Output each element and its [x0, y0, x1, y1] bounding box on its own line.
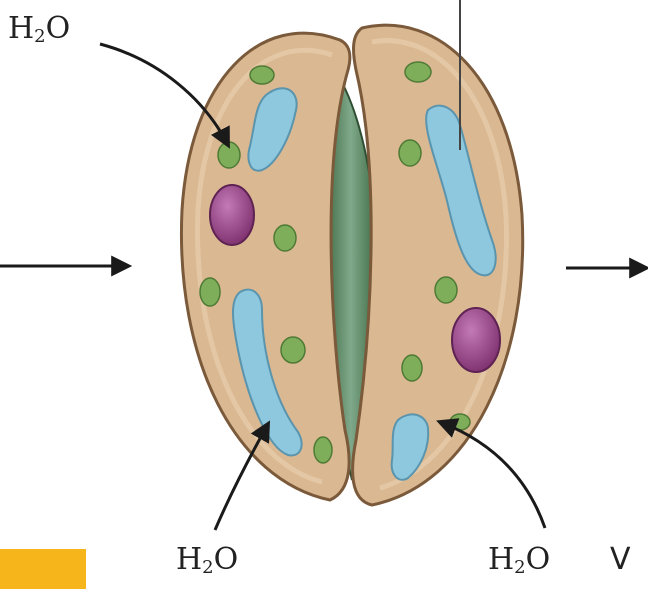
left-nucleus [210, 185, 254, 245]
chloroplast [218, 142, 240, 168]
chloroplast [435, 277, 457, 303]
chloroplast [314, 437, 332, 463]
water-label-top-left: H2O [8, 14, 70, 46]
water-label-bottom-left: H2O [176, 545, 238, 577]
chloroplast [399, 140, 421, 166]
chloroplast [405, 62, 431, 82]
edge-cut-label: V [610, 545, 631, 575]
chloroplast [250, 66, 274, 84]
chloroplast [402, 355, 422, 381]
chloroplast [200, 278, 220, 306]
right-guard-cell [353, 25, 523, 505]
orange-highlight-bar [0, 549, 86, 589]
chloroplast [281, 337, 305, 363]
chloroplast [274, 225, 296, 251]
right-guard-cell-wall [353, 25, 523, 505]
water-label-bottom-right: H2O [488, 545, 550, 577]
right-nucleus [452, 308, 500, 372]
